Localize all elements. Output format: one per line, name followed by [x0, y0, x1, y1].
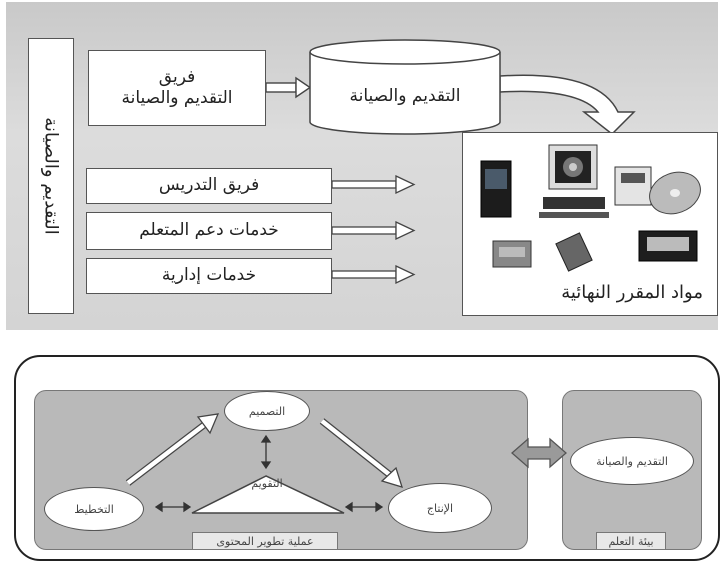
- bottom-diagram-arrows: [125, 413, 567, 514]
- learning-environment-label: بيئة التعلم: [596, 532, 666, 550]
- administrative-services-box: خدمات إدارية: [86, 258, 332, 294]
- design-to-production-arrow: [319, 418, 403, 488]
- design-node: التصميم: [224, 391, 310, 431]
- video-tape-icon: [638, 230, 698, 262]
- delivery-maintenance-side-box: التقديم والصيانة: [28, 38, 74, 314]
- content-development-label: عملية تطوير المحتوى: [192, 532, 338, 550]
- memory-card-icon: [555, 232, 593, 272]
- row-arrow-2: [331, 220, 416, 241]
- panels-double-arrow: [511, 437, 567, 469]
- final-course-materials-box: مواد المقرر النهائية: [462, 132, 718, 316]
- planning-to-design-arrow: [125, 413, 220, 486]
- team-to-cylinder-arrow: [265, 76, 312, 99]
- disk-and-cd-icon: [614, 166, 701, 215]
- bottom-diagram-frame: التصميم التخطيط الإنتاج التقويم التقديم …: [14, 355, 720, 561]
- planning-evaluation-connector: [154, 501, 192, 513]
- planning-node: التخطيط: [44, 487, 144, 531]
- delivery-node: التقديم والصيانة: [570, 437, 694, 485]
- learner-support-box: خدمات دعم المتعلم: [86, 212, 332, 250]
- teaching-team-box: فريق التدريس: [86, 168, 332, 204]
- course-media-illustrations: [480, 144, 701, 272]
- evaluation-node-label: التقويم: [251, 477, 283, 490]
- cylinder-to-materials-arrow: [499, 74, 636, 136]
- final-materials-label: مواد المقرر النهائية: [561, 282, 703, 303]
- row-arrow-3: [331, 264, 416, 285]
- row-arrow-1: [331, 174, 416, 195]
- production-node: الإنتاج: [388, 483, 492, 533]
- book-icon: [480, 160, 512, 218]
- evaluation-triangle: [191, 475, 345, 514]
- cylinder-label: التقديم والصيانة: [349, 86, 461, 106]
- computer-icon: [539, 144, 609, 218]
- team-box: فريق التقديم والصيانة: [88, 50, 266, 126]
- design-evaluation-connector: [260, 434, 272, 470]
- evaluation-production-connector: [344, 501, 384, 513]
- cassette-icon: [492, 240, 532, 268]
